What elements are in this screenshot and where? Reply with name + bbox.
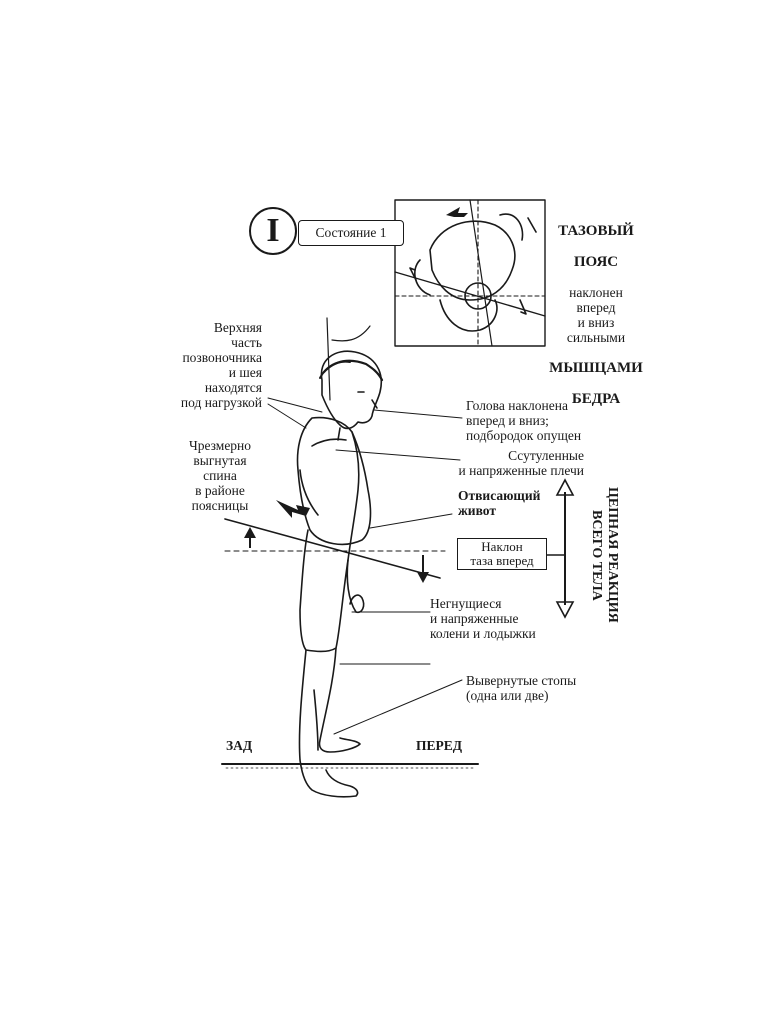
pressure-arrow-icon [276, 500, 310, 518]
pelvic-note-subtitle: ПОЯС [548, 254, 644, 270]
label-chain-reaction: ЦЕПНАЯ РЕАКЦИЯ ВСЕГО ТЕЛА [586, 470, 620, 640]
label-belly: Отвисающий живот [458, 488, 558, 518]
figure-body [298, 418, 371, 652]
label-back: Чрезмерно выгнутая спина в районе поясни… [172, 438, 268, 513]
label-feet: Вывернутые стопы (одна или две) [466, 673, 626, 703]
figure-legs [299, 648, 360, 797]
pelvis-inset [395, 200, 545, 346]
pelvic-note: ТАЗОВЫЙ ПОЯС наклонен вперед и вниз силь… [548, 208, 644, 422]
label-front-side: ПЕРЕД [416, 738, 486, 753]
pelvic-note-title: ТАЗОВЫЙ [548, 223, 644, 239]
label-upper-spine: Верхняя часть позвоночника и шея находят… [150, 320, 262, 410]
numeral-badge: I [249, 207, 297, 255]
pelvic-note-body: наклонен вперед и вниз сильными [548, 285, 644, 345]
label-back-side: ЗАД [226, 738, 276, 753]
label-pelvis-tilt: Наклон таза вперед [457, 538, 547, 570]
pelvic-note-muscles: МЫШЦАМИ [548, 360, 644, 376]
label-knees: Негнущиеся и напряженные колени и лодыжк… [430, 596, 590, 641]
state-label: Состояние 1 [298, 220, 404, 246]
arrow-down-icon [417, 555, 429, 583]
arrow-up-icon [244, 527, 256, 548]
label-shoulders: Ссутуленные и напряженные плечи [398, 448, 584, 478]
label-head: Голова наклонена вперед и вниз; подбород… [466, 398, 626, 443]
